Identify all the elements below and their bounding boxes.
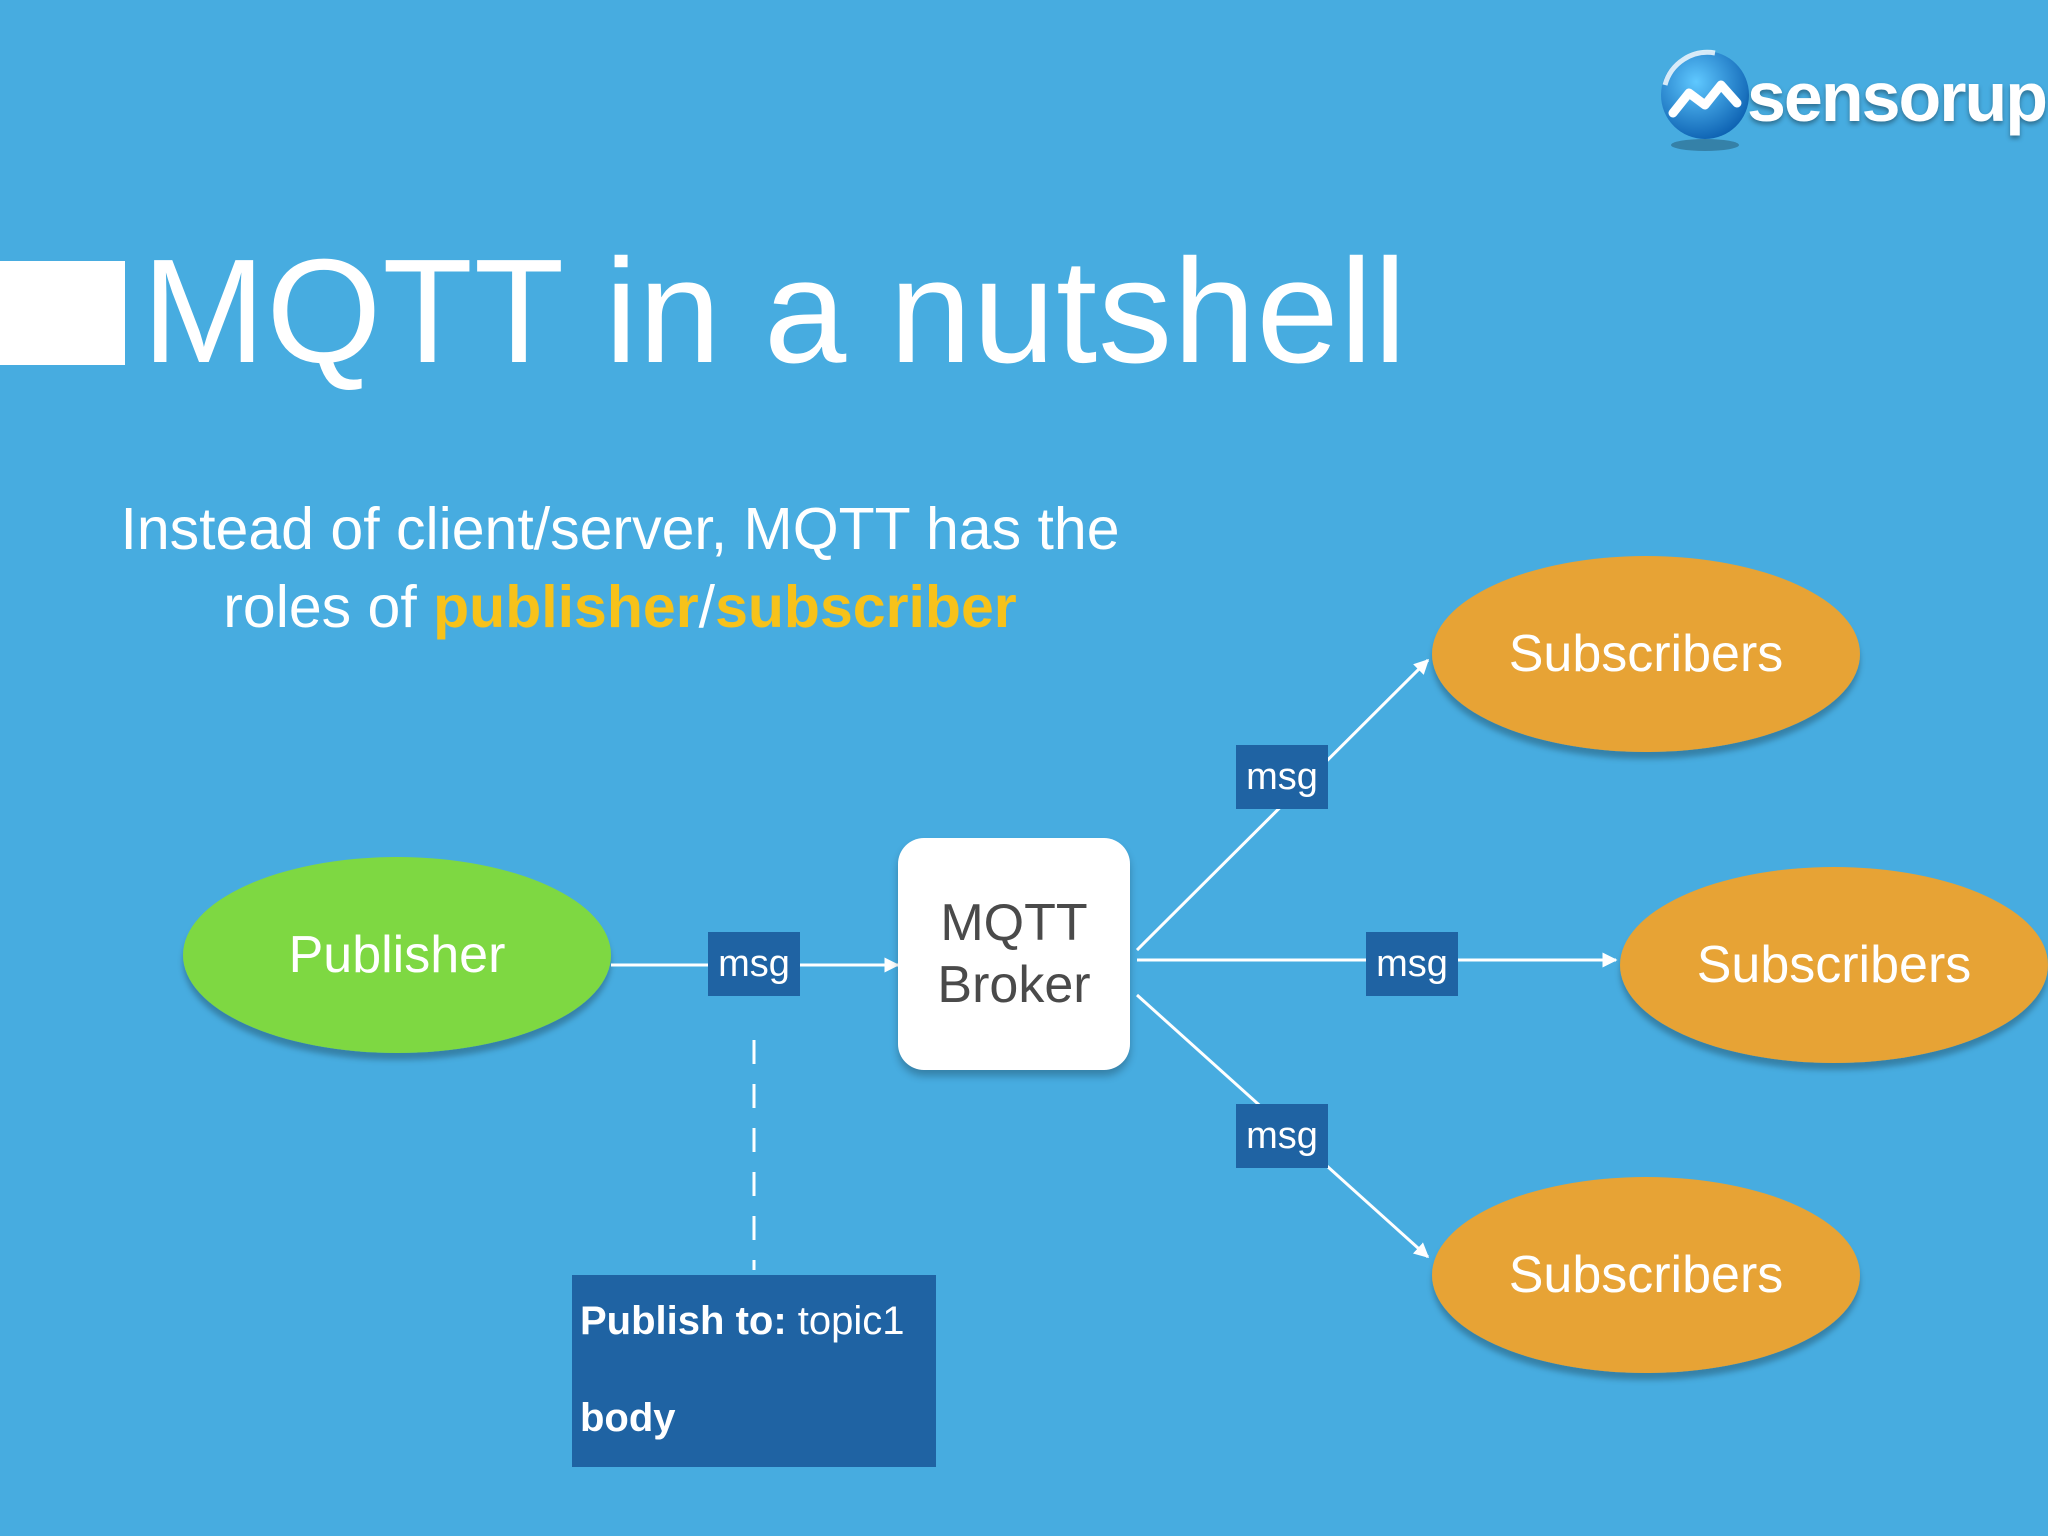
subtitle-line-2-prefix: roles of bbox=[223, 574, 434, 640]
subtitle-slash: / bbox=[698, 574, 716, 640]
mqtt-broker-node: MQTT Broker bbox=[898, 838, 1130, 1070]
subscriber-middle-label: Subscribers bbox=[1696, 936, 1972, 994]
broker-label-line-2: Broker bbox=[937, 956, 1091, 1014]
msg-tag-publisher: msg bbox=[708, 932, 800, 996]
subtitle-line-2: roles of publisher/subscriber bbox=[110, 568, 1130, 646]
body-label: body bbox=[580, 1396, 676, 1440]
topic-value: topic1 bbox=[797, 1299, 905, 1343]
subscriber-node-top bbox=[1432, 556, 1860, 752]
publish-to-row: Publish to: topic1 bbox=[580, 1297, 905, 1345]
broker-label: MQTT Broker bbox=[898, 892, 1130, 1016]
subscriber-node-bottom bbox=[1432, 1177, 1860, 1373]
subscriber-top-label: Subscribers bbox=[1508, 625, 1784, 683]
sensorup-logo-icon bbox=[1661, 49, 1749, 151]
msg-tag-bottom: msg bbox=[1236, 1104, 1328, 1168]
publisher-label: Publisher bbox=[288, 926, 506, 984]
message-info-box: Publish to: topic1 body bbox=[572, 1275, 936, 1467]
subtitle: Instead of client/server, MQTT has the r… bbox=[110, 490, 1130, 646]
page-title: MQTT in a nutshell bbox=[142, 229, 1408, 394]
publisher-node bbox=[183, 857, 611, 1053]
publish-to-label: Publish to: bbox=[580, 1299, 787, 1343]
subtitle-line-1: Instead of client/server, MQTT has the bbox=[120, 496, 1120, 562]
highlight-subscriber: subscriber bbox=[715, 574, 1017, 640]
title-accent-bar bbox=[0, 261, 125, 365]
subscriber-bottom-label: Subscribers bbox=[1508, 1246, 1784, 1304]
msg-tag-top: msg bbox=[1236, 745, 1328, 809]
subscriber-node-middle bbox=[1620, 867, 2048, 1063]
sensorup-logo: sensorup bbox=[1655, 45, 2048, 155]
sensorup-logo-text: sensorup bbox=[1747, 58, 2048, 136]
body-row: body bbox=[580, 1394, 676, 1442]
highlight-publisher: publisher bbox=[433, 574, 699, 640]
broker-label-line-1: MQTT bbox=[940, 894, 1088, 952]
msg-tag-middle: msg bbox=[1366, 932, 1458, 996]
